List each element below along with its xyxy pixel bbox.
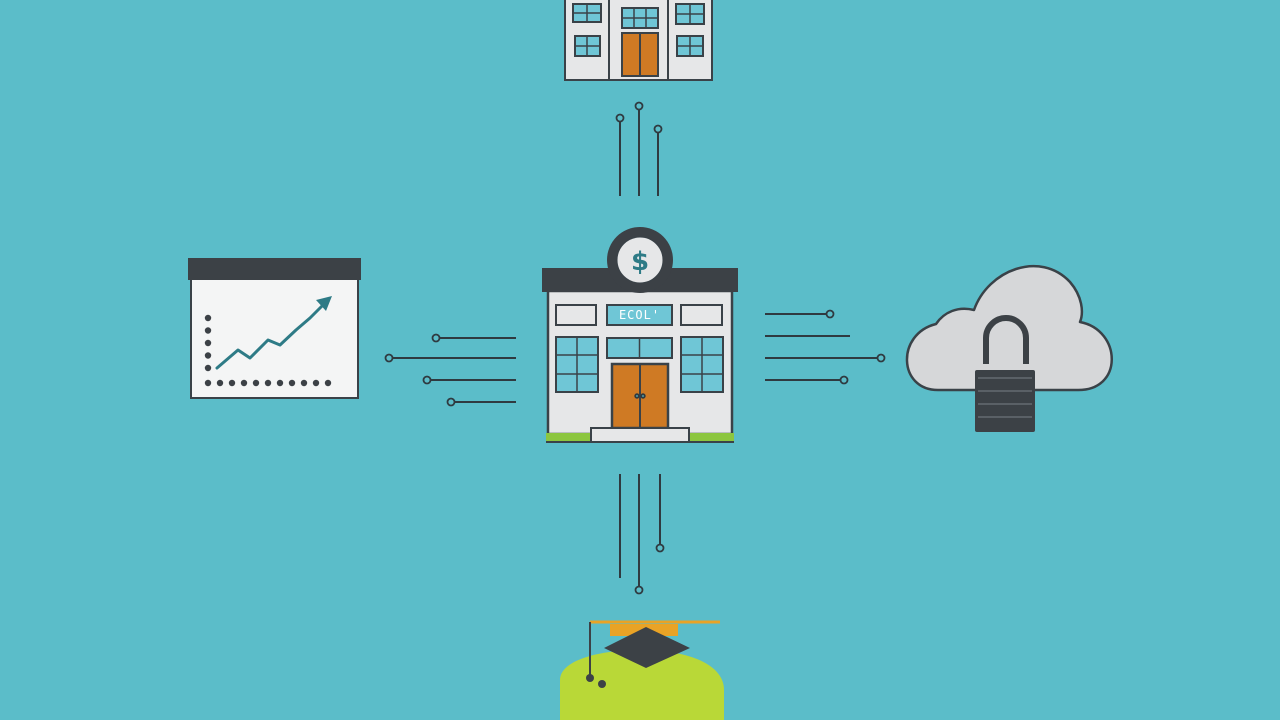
connector-left	[384, 333, 516, 407]
chart-axis-dot	[216, 379, 224, 387]
chart-axis-dot	[324, 379, 332, 387]
chart-axis-dot	[228, 379, 236, 387]
chart-axis-dot	[300, 379, 308, 387]
chart-axis-dot	[276, 379, 284, 387]
chart-axis-dot	[204, 379, 212, 387]
bank-sign-label: ECOL'	[619, 308, 660, 322]
connector-top	[615, 101, 663, 196]
chart-axis-dot	[204, 352, 212, 359]
chart-axis-dot	[288, 379, 296, 387]
chart-axis-dot	[312, 379, 320, 387]
chart-axis-dot	[204, 314, 212, 322]
chart-axis-dot	[240, 379, 248, 387]
connector-right	[765, 309, 886, 385]
chart-axis-dot	[204, 364, 212, 372]
graduation-savings-icon	[560, 620, 724, 720]
growth-chart-icon	[188, 258, 361, 399]
cloud-lock-icon	[905, 264, 1113, 432]
chart-axis-dot	[252, 379, 260, 387]
svg-text:$: $	[631, 247, 649, 277]
chart-axis-dot	[204, 327, 212, 334]
bank-building-icon: ECOL'	[542, 268, 738, 443]
connector-bottom	[619, 474, 665, 595]
chart-axis-dot	[264, 379, 272, 387]
office-building-icon	[564, 0, 713, 81]
dollar-coin-icon: $	[607, 227, 673, 293]
chart-axis-dot	[204, 339, 212, 347]
